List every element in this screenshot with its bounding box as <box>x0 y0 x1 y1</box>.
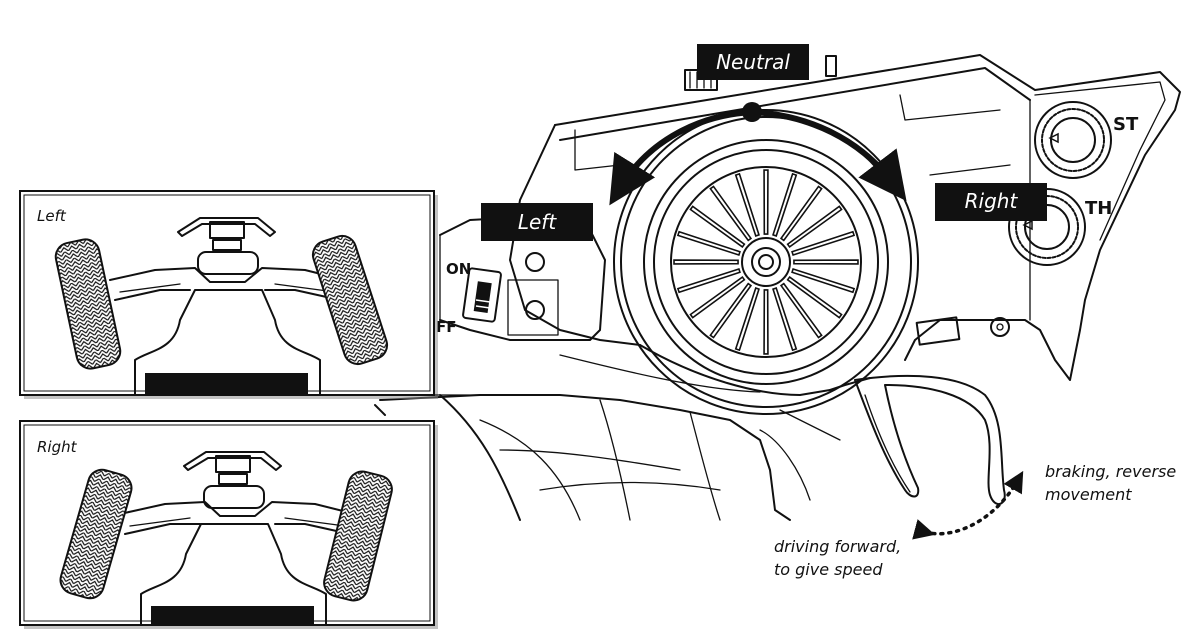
wheel-spoke <box>763 169 769 235</box>
wheel-spoke <box>734 172 760 237</box>
left-label: Left <box>518 210 557 234</box>
trigger-direction-arrow <box>912 470 1024 540</box>
wheel-spoke <box>793 259 859 265</box>
transmitter-body <box>374 54 1181 521</box>
braking-note-line1: braking, reverse <box>1045 462 1176 481</box>
wheel-spoke <box>676 268 741 294</box>
wheel-spoke <box>763 289 769 355</box>
inset-right-panel: Right <box>19 420 438 629</box>
throttle-trigger-icon[interactable] <box>854 374 1006 505</box>
steering-wheel-icon[interactable] <box>613 109 919 415</box>
forward-note-line2: to give speed <box>774 560 883 579</box>
inset-right-label: Right <box>37 438 78 456</box>
neutral-tag: Neutral <box>697 44 809 80</box>
wheel-spoke <box>689 275 746 319</box>
led-indicator-top <box>525 252 545 272</box>
wheel-spoke <box>709 282 753 339</box>
wheel-spoke <box>779 282 823 339</box>
wheel-spoke <box>772 172 798 237</box>
wheel-spoke <box>779 185 823 242</box>
switch-off-label: FF <box>436 318 457 336</box>
left-tag: Left <box>481 203 593 241</box>
th-label: TH <box>1085 198 1112 219</box>
wheel-spoke <box>689 205 746 249</box>
led-indicator-bottom <box>525 300 545 320</box>
inset-left-label: Left <box>37 207 67 225</box>
right-label: Right <box>965 189 1019 213</box>
wheel-spoke <box>709 185 753 242</box>
wheel-spoke <box>772 287 798 352</box>
braking-note-line2: movement <box>1045 485 1132 504</box>
wheel-spoke <box>791 268 856 294</box>
inset-left-panel: Left <box>19 190 438 399</box>
wheel-spoke <box>791 230 856 256</box>
st-label: ST <box>1113 114 1139 135</box>
neutral-position-dot <box>742 102 762 122</box>
car-front-left-icon <box>54 217 389 396</box>
steering-direction-arrows <box>609 102 907 206</box>
car-front-right-icon <box>59 451 393 626</box>
switch-on-label: ON <box>446 260 471 278</box>
wheel-spoke <box>786 275 843 319</box>
power-switch-icon[interactable] <box>462 267 502 323</box>
neutral-label: Neutral <box>716 50 790 74</box>
forward-note-line1: driving forward, <box>774 537 901 556</box>
right-tag: Right <box>935 183 1047 221</box>
st-trim-knob-icon[interactable] <box>1034 101 1112 179</box>
wheel-spoke <box>673 259 739 265</box>
wheel-spoke <box>734 287 760 352</box>
wheel-spoke <box>676 230 741 256</box>
wheel-spoke <box>786 205 843 249</box>
